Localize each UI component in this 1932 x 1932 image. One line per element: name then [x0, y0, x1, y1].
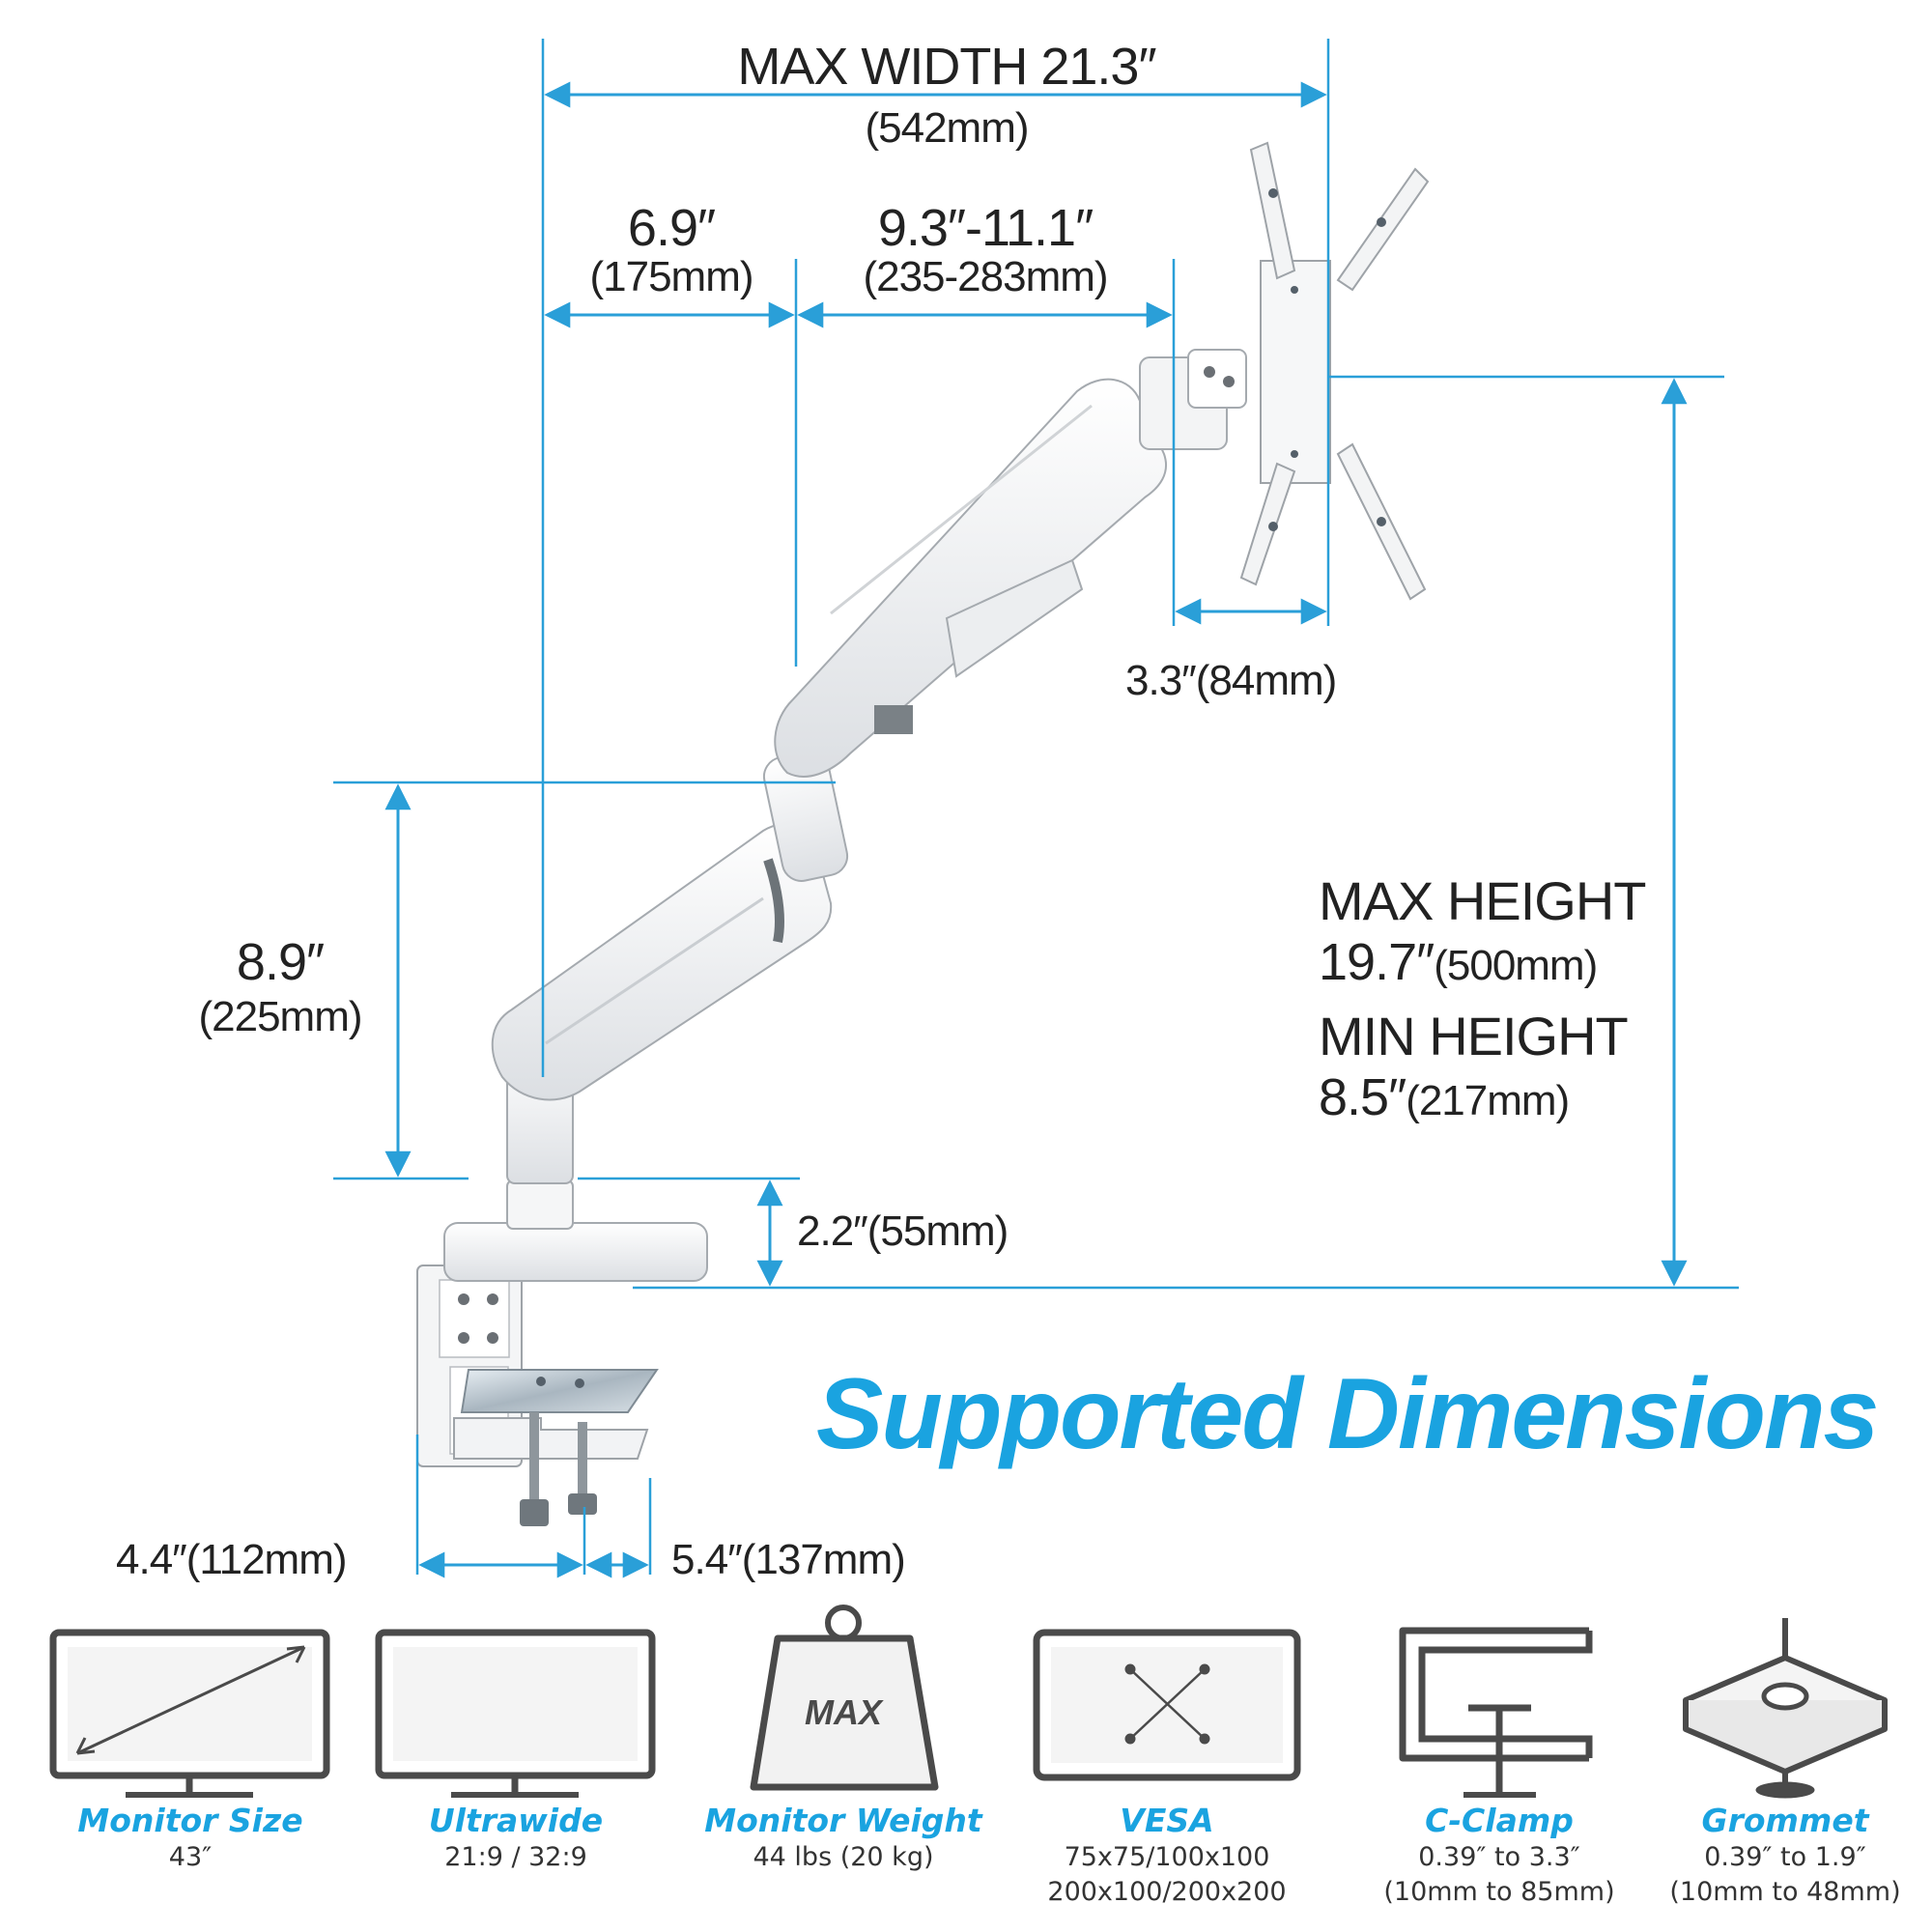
vesa-icon — [1033, 1629, 1301, 1781]
base-height: 2.2″(55mm) — [797, 1208, 1009, 1255]
feature-value: (10mm to 48mm) — [1669, 1877, 1901, 1907]
min-height-mm: (217mm) — [1406, 1077, 1570, 1124]
feature-grommet: Grommet 0.39″ to 1.9″ (10mm to 48mm) — [1631, 1802, 1932, 1909]
monitor-diagonal-icon — [49, 1629, 330, 1798]
max-width-label: MAX WIDTH 21.3″ — [737, 38, 1156, 96]
page-title: Supported Dimensions — [816, 1358, 1879, 1470]
pole-height: 8.9″ — [236, 933, 325, 991]
desk-clamp — [416, 1264, 659, 1526]
second-arm-length: 9.3″-11.1″ — [877, 199, 1094, 257]
max-height-value: 19.7″ — [1319, 933, 1435, 991]
feature-value: 0.39″ to 3.3″ — [1418, 1842, 1580, 1872]
feature-title: Monitor Weight — [704, 1802, 982, 1839]
weight-icon-label: MAX — [805, 1692, 884, 1732]
clamp-depth: 5.4″(137mm) — [671, 1536, 906, 1583]
feature-value: 0.39″ to 1.9″ — [1704, 1842, 1866, 1872]
feature-value: (10mm to 85mm) — [1383, 1877, 1615, 1907]
dimension-lines — [333, 39, 1739, 1575]
arm-base — [443, 1179, 708, 1282]
min-height-value: 8.5″ — [1319, 1068, 1406, 1126]
monitor-arm-product — [416, 141, 1430, 1526]
c-clamp-icon — [1399, 1627, 1593, 1798]
max-height-label: MAX HEIGHT — [1319, 870, 1646, 931]
first-arm-length: 6.9″ — [627, 199, 716, 257]
feature-value: 43″ — [168, 1842, 213, 1872]
feature-value: 75x75/100x100 — [1064, 1842, 1270, 1872]
feature-title: VESA — [1120, 1802, 1214, 1839]
weight-icon: MAX — [750, 1605, 939, 1791]
feature-title: Monitor Size — [77, 1802, 303, 1839]
feature-value: 200x100/200x200 — [1047, 1877, 1287, 1907]
feature-c-clamp: C-Clamp 0.39″ to 3.3″ (10mm to 85mm) — [1345, 1802, 1654, 1909]
grommet-icon — [1683, 1618, 1888, 1799]
tilt-head — [1139, 349, 1247, 450]
feature-title: Ultrawide — [428, 1802, 604, 1839]
vesa-plate-width: 3.3″(84mm) — [1125, 657, 1337, 704]
upper-arm — [774, 378, 1167, 778]
ultrawide-monitor-icon — [375, 1629, 656, 1798]
min-height-label: MIN HEIGHT — [1319, 1006, 1629, 1066]
clamp-width: 4.4″(112mm) — [116, 1536, 347, 1583]
max-height-mm: (500mm) — [1434, 942, 1598, 989]
feature-ultrawide: Ultrawide 21:9 / 32:9 — [361, 1802, 670, 1874]
feature-title: C-Clamp — [1425, 1802, 1574, 1839]
feature-monitor-size: Monitor Size 43″ — [36, 1802, 345, 1874]
first-arm-length-mm: (175mm) — [589, 253, 753, 300]
feature-value: 21:9 / 32:9 — [444, 1842, 587, 1872]
feature-vesa: VESA 75x75/100x100 200x100/200x200 — [1012, 1802, 1321, 1909]
feature-monitor-weight: Monitor Weight 44 lbs (20 kg) — [689, 1802, 998, 1874]
max-width-mm: (542mm) — [865, 104, 1029, 152]
pole-height-mm: (225mm) — [198, 993, 362, 1040]
feature-value: 44 lbs (20 kg) — [753, 1842, 934, 1872]
dimension-arrows — [384, 81, 1688, 1578]
vesa-plate — [1239, 141, 1430, 601]
feature-title: Grommet — [1701, 1802, 1869, 1839]
second-arm-length-mm: (235-283mm) — [863, 253, 1108, 300]
